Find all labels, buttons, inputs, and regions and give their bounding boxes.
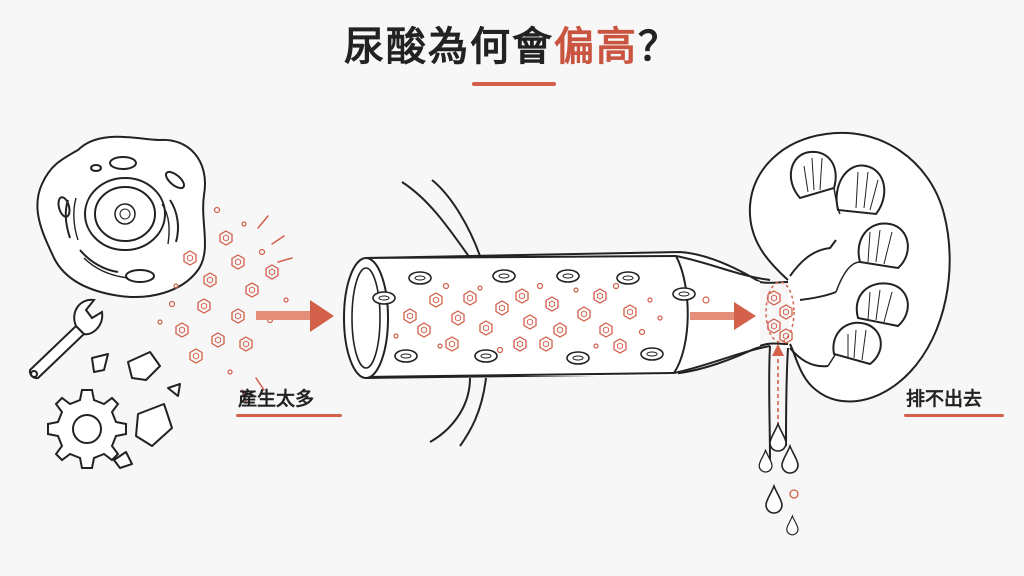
title-highlight: 偏高 [554,24,638,70]
cell-icon [36,135,207,298]
kidney-icon [748,131,951,463]
label-produce-underline [236,414,342,417]
drop-crystal [789,489,799,499]
wrench-icon [28,298,104,380]
title-suffix: ？ [638,24,680,70]
title-underline [472,82,556,86]
label-excrete-underline [904,414,1004,417]
arrow-right-icon [256,300,334,332]
burst-rays [241,215,293,403]
gear-icon [47,389,127,469]
label-produce-too-much: 產生太多 [238,388,315,410]
blockage-crystals [765,281,795,344]
label-cannot-excrete: 排不出去 [906,388,983,410]
title-prefix: 尿酸為何會 [344,24,554,70]
shard-icons [91,351,181,469]
page-title: 尿酸為何會偏高？ [0,14,1024,72]
arrow-right-icon-2 [690,302,756,330]
urine-drops [758,423,799,536]
